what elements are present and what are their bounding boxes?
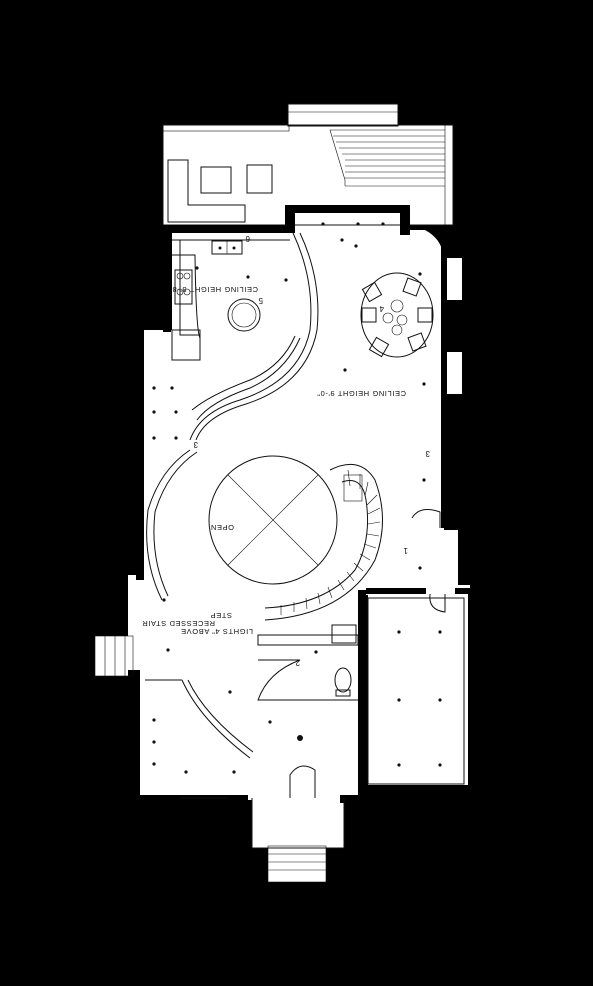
label-ceiling-height-kitchen: CEILING HEIGHT 8'-8" bbox=[169, 285, 258, 294]
curved-walls bbox=[146, 232, 319, 601]
floor-areas bbox=[95, 104, 470, 882]
tag-6: 6 bbox=[245, 234, 250, 243]
recessed-lights bbox=[152, 222, 442, 774]
tag-2: 2 bbox=[295, 658, 300, 667]
label-open: OPEN bbox=[210, 523, 234, 532]
kitchen-island-round bbox=[227, 298, 261, 332]
side-steps bbox=[95, 636, 133, 676]
powder-room bbox=[331, 624, 357, 697]
open-to-below bbox=[208, 455, 338, 585]
labels: CEILING HEIGHT 8'-8" CEILING HEIGHT 9'-0… bbox=[142, 234, 430, 667]
outdoor-sofa bbox=[167, 159, 246, 223]
label-ceiling-height-main: CEILING HEIGHT 9'-0" bbox=[317, 389, 406, 398]
vanity bbox=[331, 624, 357, 644]
tag-3-east: 3 bbox=[425, 449, 430, 458]
range-cooktop bbox=[174, 269, 193, 305]
label-step: STEP bbox=[210, 611, 232, 620]
rear-bay bbox=[288, 104, 398, 126]
right-bumpout-mid bbox=[444, 352, 462, 394]
spiral-stair bbox=[257, 463, 383, 701]
label-lights-above: LIGHTS 4" ABOVE bbox=[180, 627, 253, 636]
front-porch bbox=[252, 798, 344, 848]
toilet bbox=[334, 667, 352, 693]
tag-5: 5 bbox=[258, 296, 263, 305]
outdoor-chair-2 bbox=[246, 164, 273, 194]
side-doors bbox=[411, 509, 446, 613]
exterior-walls bbox=[128, 205, 476, 803]
tag-3-kitchen: 3 bbox=[193, 440, 198, 449]
dining-table bbox=[360, 272, 434, 358]
main-floor bbox=[128, 210, 470, 800]
tag-4: 4 bbox=[379, 304, 384, 313]
label-recessed-stair: RECESSED STAIR bbox=[142, 619, 215, 628]
tag-1: 1 bbox=[403, 546, 408, 555]
outdoor-chair-1 bbox=[200, 166, 232, 194]
entry bbox=[94, 635, 345, 883]
dining-set bbox=[360, 272, 434, 358]
front-steps bbox=[268, 846, 326, 882]
right-bumpout-top bbox=[444, 258, 462, 300]
lower-right-room bbox=[367, 597, 465, 785]
kitchen bbox=[171, 239, 290, 361]
rear-deck-details bbox=[162, 103, 454, 226]
